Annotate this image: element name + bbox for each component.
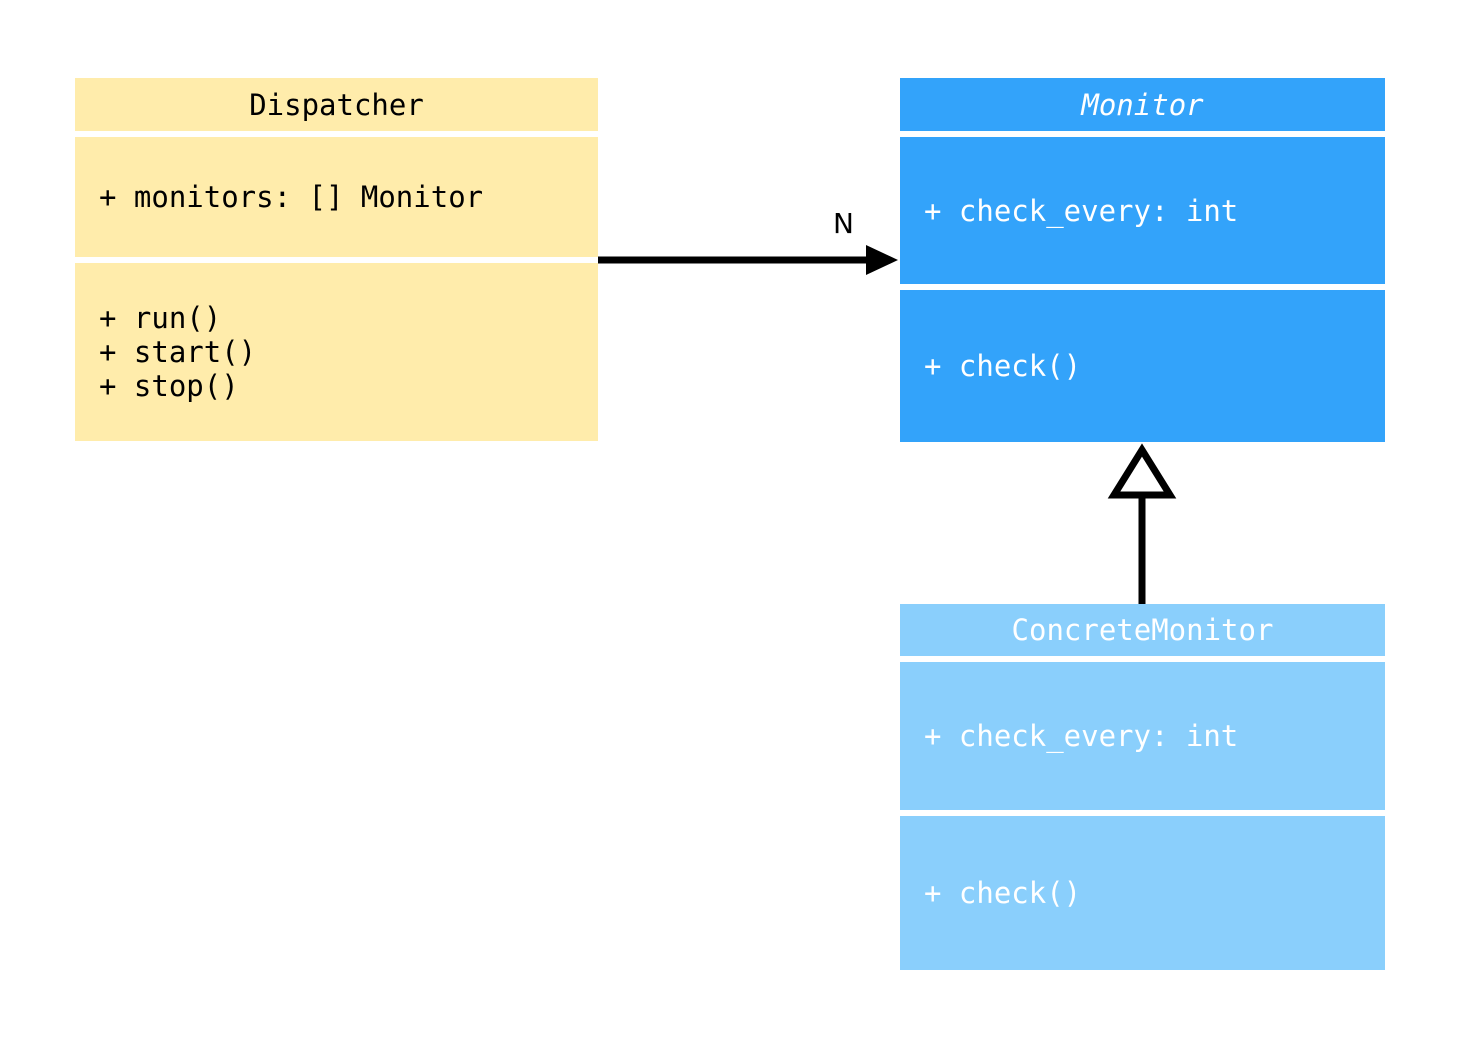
association-dispatcher-to-monitor — [598, 245, 898, 275]
class-box-concrete-monitor[interactable]: ConcreteMonitor + check_every: int + che… — [900, 604, 1385, 970]
attribute-row: + check_every: int — [924, 193, 1239, 228]
method-row: + check() — [924, 876, 1082, 910]
association-multiplicity-label: N — [833, 207, 854, 240]
class-attributes-concrete-monitor: + check_every: int — [900, 662, 1385, 810]
generalization-concrete-monitor-to-monitor — [1107, 443, 1177, 604]
generalization-hollow-triangle — [1107, 443, 1177, 499]
class-attributes-monitor: + check_every: int — [900, 137, 1385, 284]
method-row: + stop() — [99, 369, 239, 403]
class-methods-concrete-monitor: + check() — [900, 816, 1385, 970]
method-row: + run() — [99, 301, 222, 335]
class-name-monitor: Monitor — [1081, 87, 1204, 122]
class-header-concrete-monitor: ConcreteMonitor — [900, 604, 1385, 656]
method-row: + start() — [99, 335, 257, 369]
class-methods-dispatcher: + run() + start() + stop() — [75, 263, 598, 441]
class-box-dispatcher[interactable]: Dispatcher + monitors: [] Monitor + run(… — [75, 78, 598, 443]
attribute-row: + check_every: int — [924, 719, 1239, 753]
class-box-monitor[interactable]: Monitor + check_every: int + check() — [900, 78, 1385, 442]
class-name-dispatcher: Dispatcher — [249, 87, 424, 122]
attribute-row: + monitors: [] Monitor — [99, 180, 484, 214]
method-row: + check() — [924, 349, 1082, 383]
class-header-dispatcher: Dispatcher — [75, 78, 598, 131]
association-arrowhead — [866, 245, 898, 275]
class-name-concrete-monitor: ConcreteMonitor — [1011, 613, 1274, 647]
class-header-monitor: Monitor — [900, 78, 1385, 131]
class-methods-monitor: + check() — [900, 290, 1385, 442]
class-attributes-dispatcher: + monitors: [] Monitor — [75, 137, 598, 257]
